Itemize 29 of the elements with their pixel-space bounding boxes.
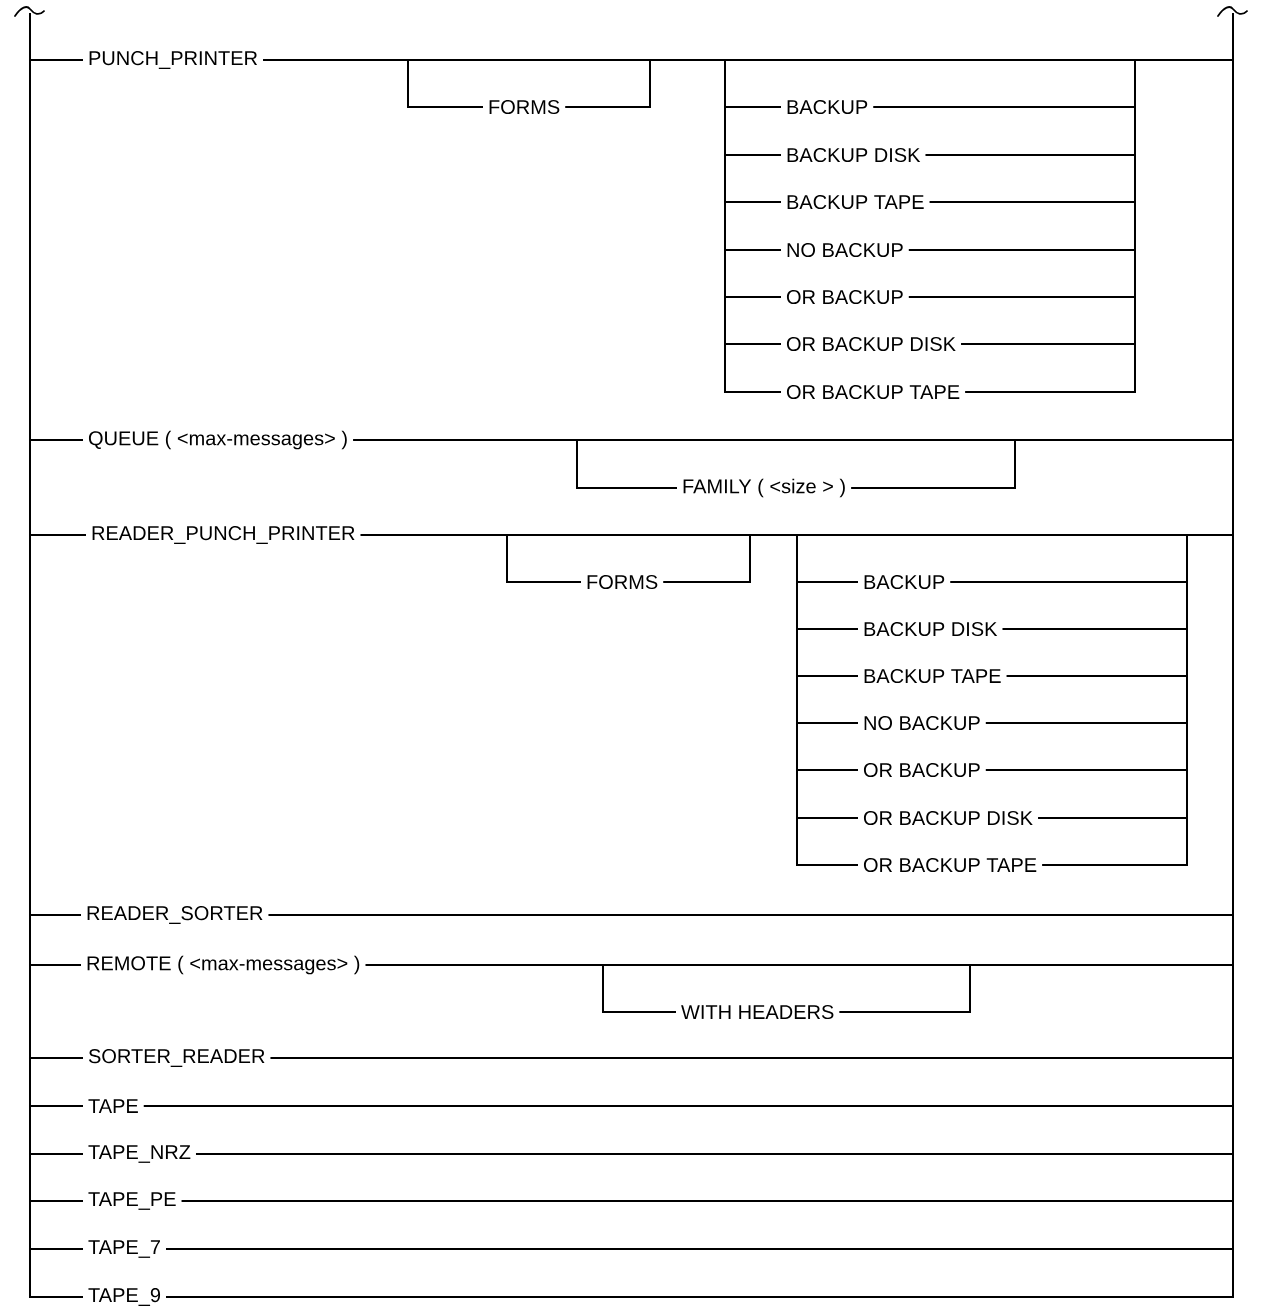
keyword: PUNCH_PRINTER [89,51,258,69]
keyword: TAPE_7 [88,1240,160,1258]
keyword: QUEUE ( <max-messages> ) [88,430,347,450]
keyword: OR BACKUP [786,289,903,305]
keyword: FAMILY ( <size > ) [683,478,845,498]
keyword: READER_PUNCH_PRINTER [92,526,355,544]
keyword: READER_SORTER [87,906,263,924]
keyword: OR BACKUP [863,762,980,778]
keyword: TAPE [88,1099,138,1113]
keyword: BACKUP [864,574,945,590]
keyword: REMOTE ( <max-messages> ) [87,955,360,975]
keyword: OR BACKUP TAPE [786,384,960,400]
keyword: NO BACKUP [864,715,980,731]
keyword: TAPE_NRZ [88,1145,191,1163]
keyword: WITH HEADERS [681,1004,834,1020]
keyword: TAPE_9 [88,1288,161,1306]
keyword: FORMS [587,574,658,590]
keyword: BACKUP TAPE [864,668,1001,684]
keyword: TAPE_PE [88,1192,176,1210]
keyword: BACKUP [787,99,868,115]
keyword: BACKUP DISK [864,621,998,637]
keyword: BACKUP TAPE [787,194,924,210]
keyword: BACKUP DISK [787,147,921,163]
keyword: FORMS [489,99,560,115]
keyword: SORTER_READER [88,1049,265,1067]
keyword: OR BACKUP DISK [863,810,1033,826]
keyword: OR BACKUP DISK [786,336,956,352]
keyword: NO BACKUP [787,242,903,258]
keyword: OR BACKUP TAPE [863,857,1037,873]
